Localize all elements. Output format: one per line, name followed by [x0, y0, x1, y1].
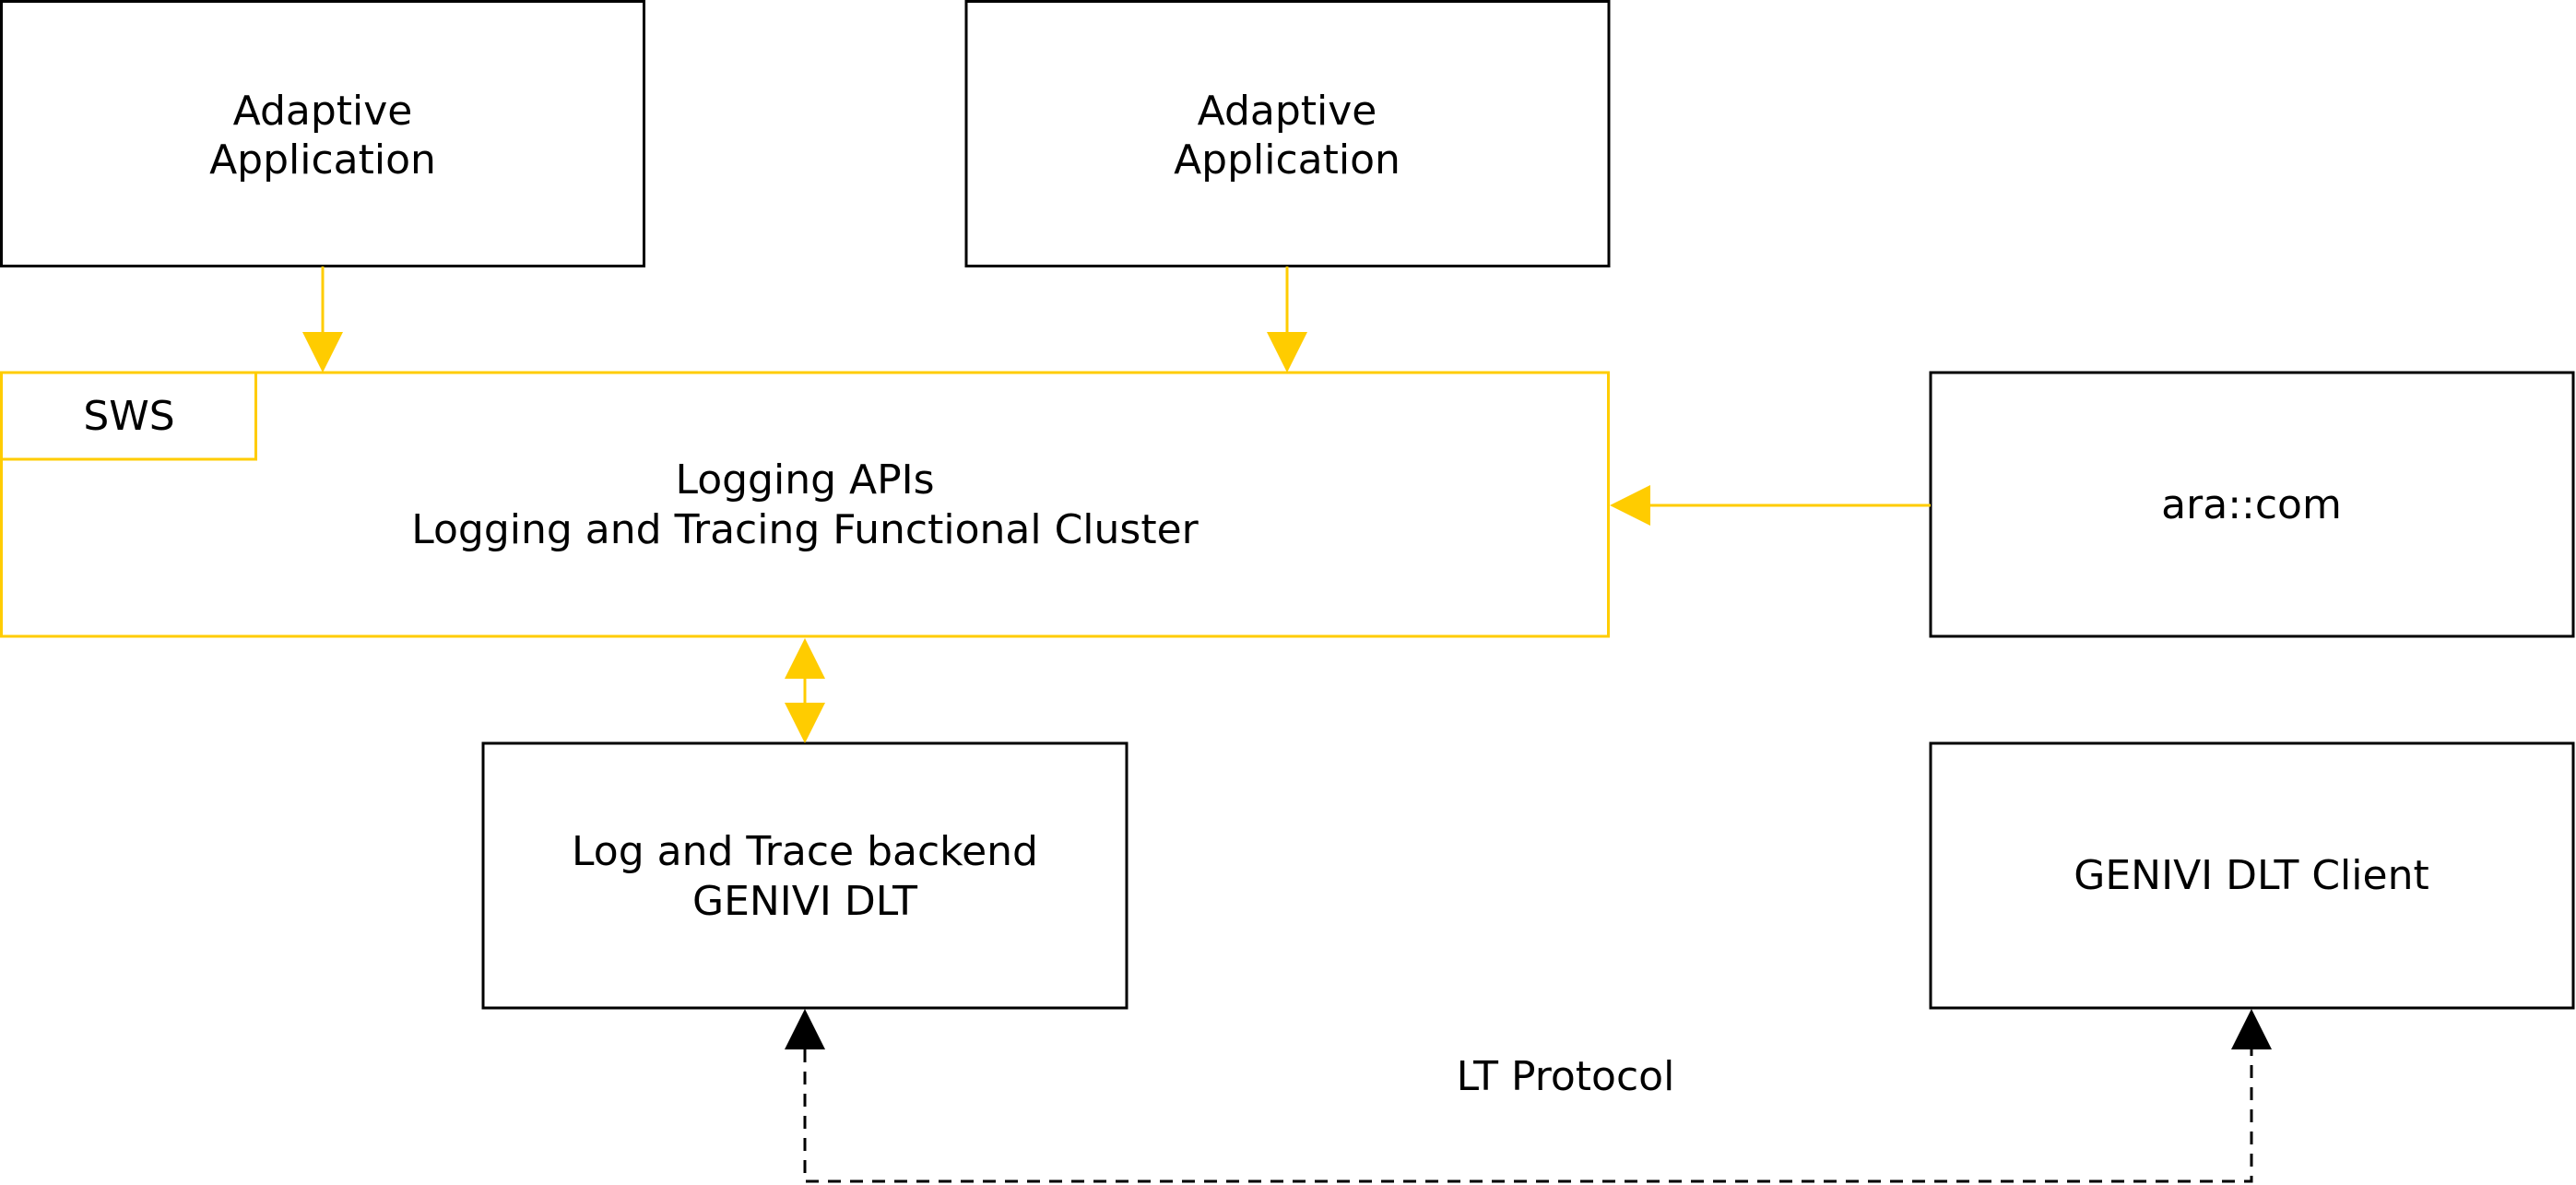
dlt-client-box: GENIVI DLT Client [1929, 741, 2575, 1010]
lt-protocol-label: LT Protocol [1457, 1053, 1675, 1100]
log-trace-backend-box: Log and Trace backend GENIVI DLT [481, 741, 1128, 1010]
logging-apis-label: Logging APIs [675, 456, 934, 504]
sws-tab: SWS [0, 371, 257, 461]
adaptive-application-2-line2: Application [1174, 136, 1400, 184]
adaptive-application-box-1: Adaptive Application [0, 0, 645, 267]
lt-protocol-connector [785, 1009, 2272, 1183]
backend-label-line2: GENIVI DLT [692, 878, 917, 925]
adaptive-application-2-line1: Adaptive [1198, 88, 1377, 135]
arrow-logging-backend-bidirectional [785, 638, 825, 743]
dlt-client-label: GENIVI DLT Client [2074, 852, 2428, 899]
arrowhead-client [2231, 1009, 2272, 1049]
sws-label: SWS [83, 393, 174, 440]
arrow-aracom-to-logging [1610, 485, 1931, 526]
adaptive-application-1-line1: Adaptive [233, 88, 413, 135]
adaptive-application-1-line2: Application [209, 136, 436, 184]
logging-cluster-box: Logging APIs Logging and Tracing Functio… [0, 371, 1610, 638]
arrowhead-backend [785, 1009, 825, 1049]
arrow-app1-to-logging [302, 267, 343, 373]
logging-cluster-label: Logging and Tracing Functional Cluster [411, 506, 1199, 553]
adaptive-application-box-2: Adaptive Application [964, 0, 1611, 267]
ara-com-box: ara::com [1929, 371, 2575, 638]
backend-label-line1: Log and Trace backend [572, 828, 1038, 875]
arrow-app2-to-logging [1267, 267, 1307, 373]
ara-com-label: ara::com [2161, 481, 2342, 528]
